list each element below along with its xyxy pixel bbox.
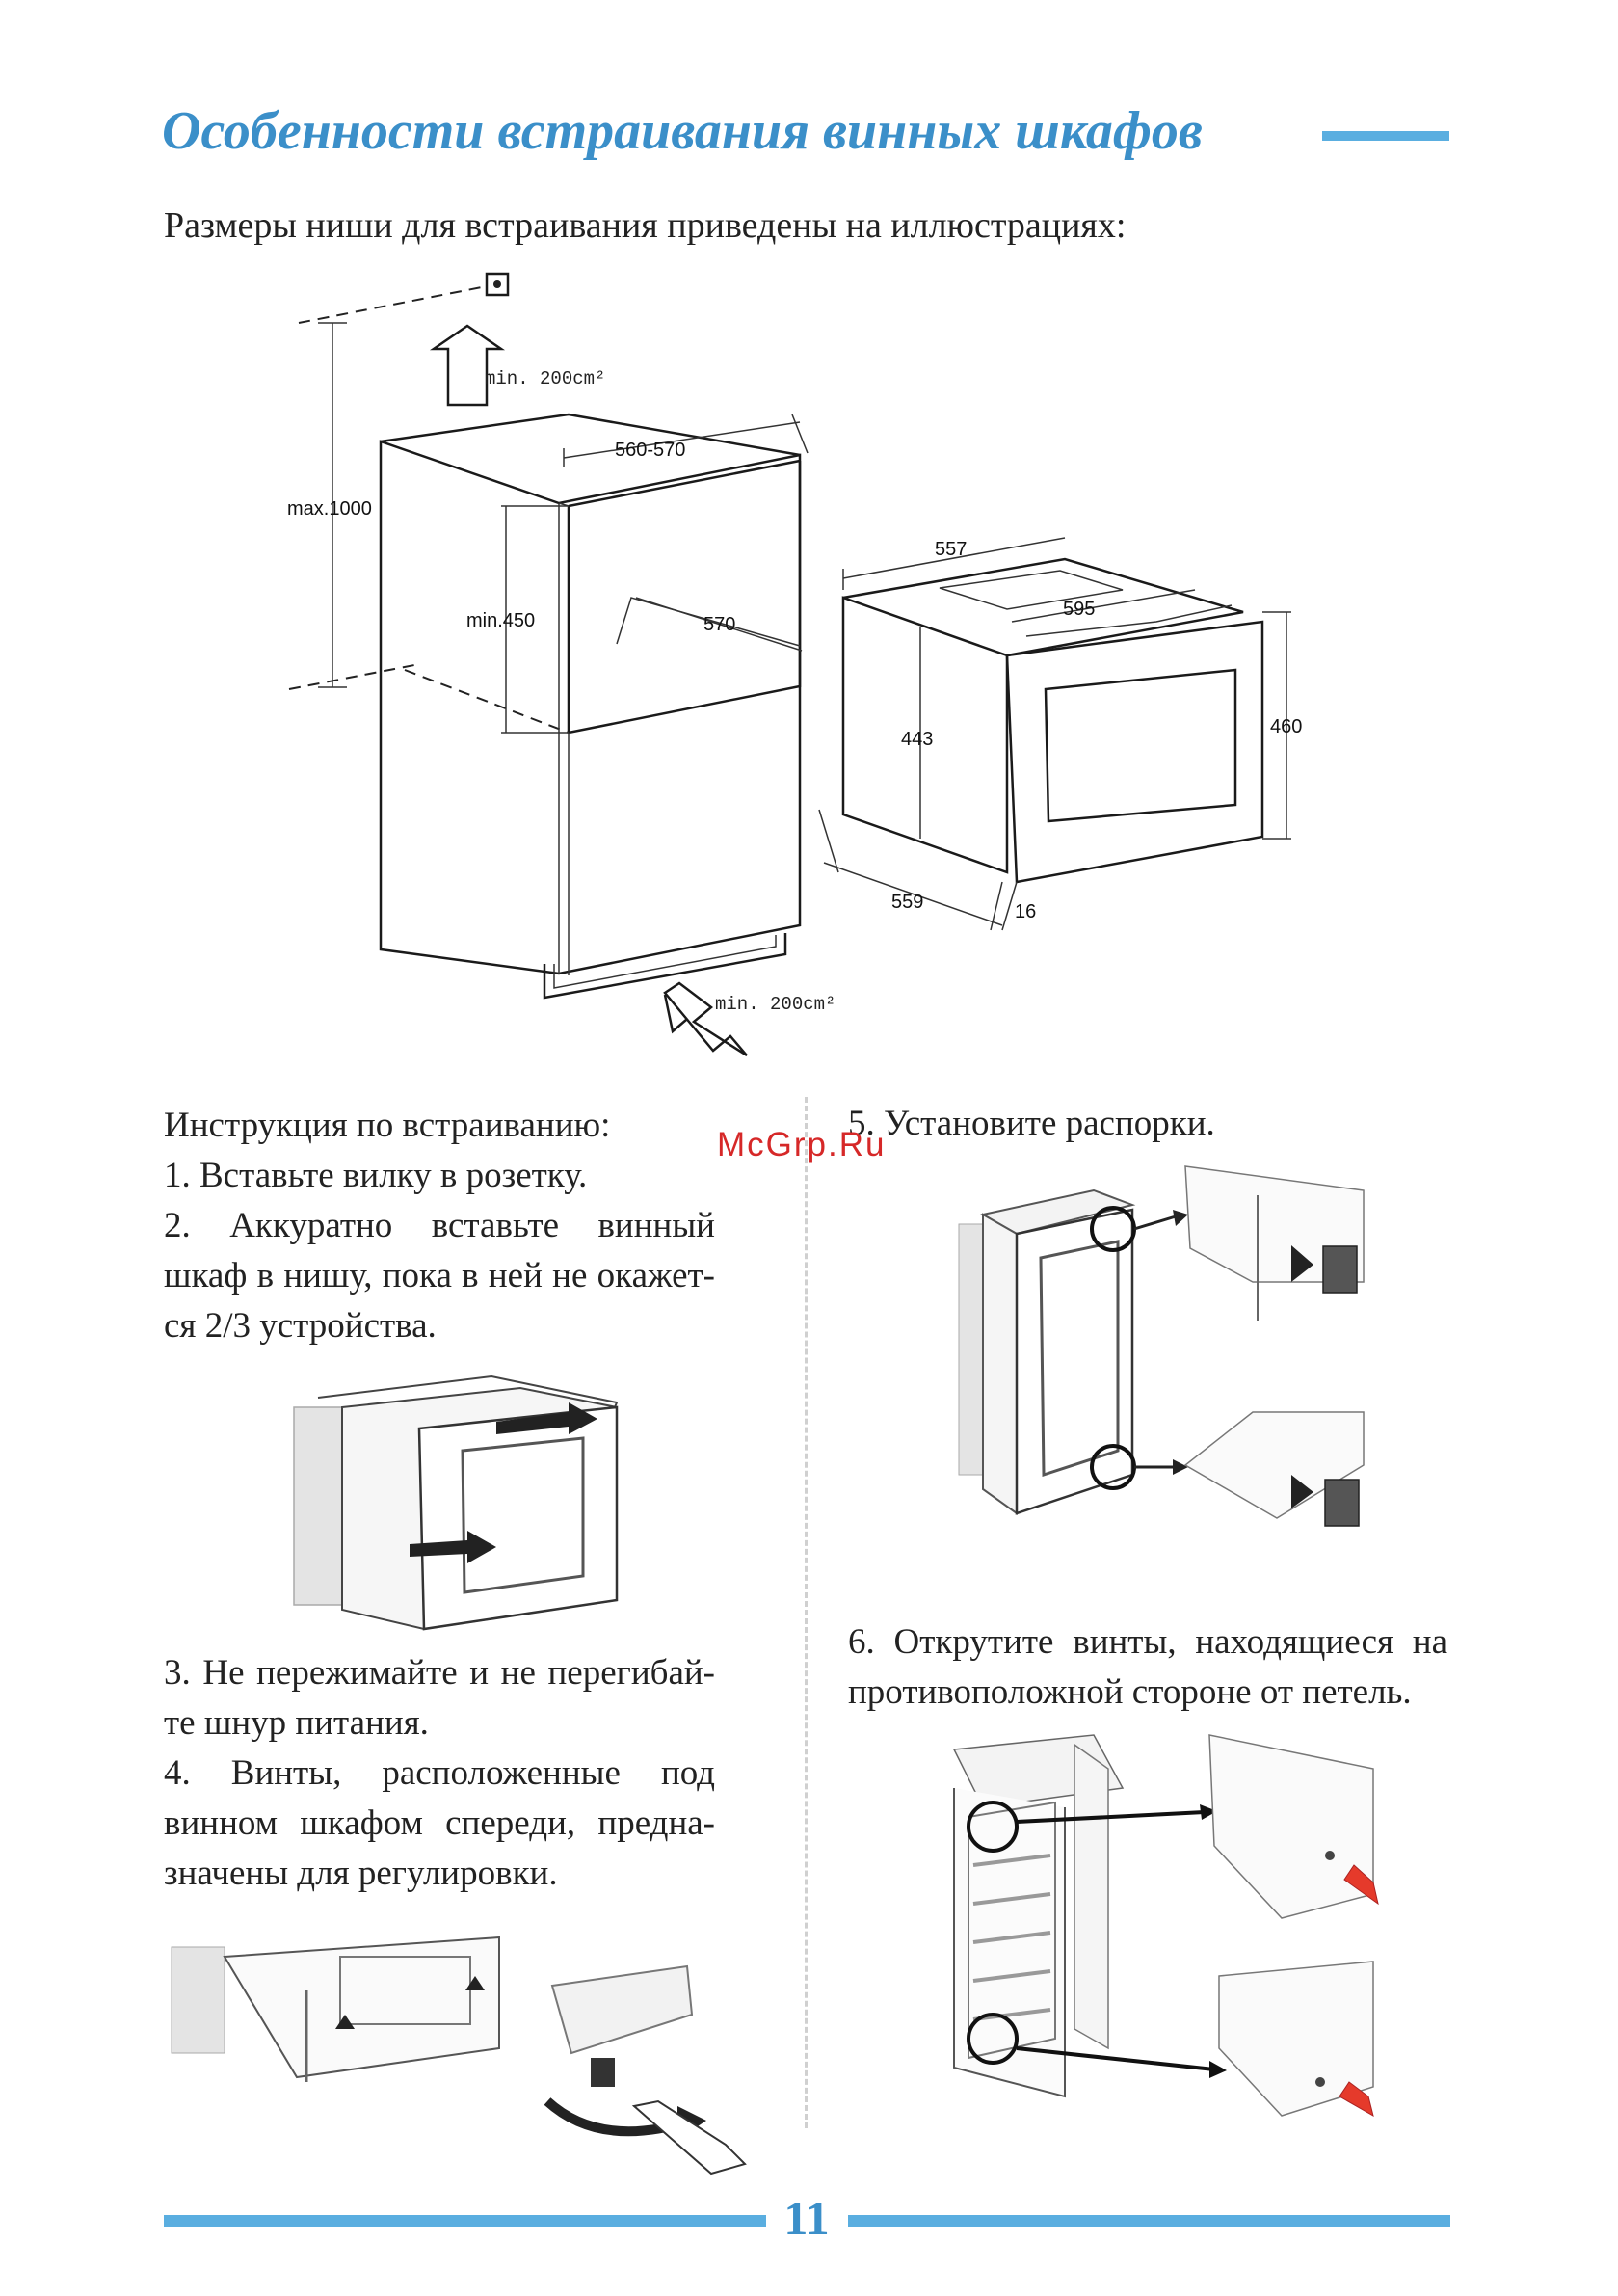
instructions-heading: Инструкция по встраиванию: [164, 1106, 611, 1145]
intro-text: Размеры ниши для встраивания приведены н… [164, 205, 1127, 246]
niche-height-label: min.450 [466, 610, 535, 631]
unit-body-height-label: 443 [901, 729, 933, 750]
niche-width-label: 560-570 [615, 440, 685, 461]
step-6: 6. Открутите винты, находящиеся на проти… [848, 1622, 1447, 1712]
step-1: 1. Вставьте вилку в розетку. [164, 1156, 588, 1195]
step-5: 5. Установите распорки. [848, 1104, 1215, 1143]
install-spacers-illustration [958, 1165, 1365, 1527]
vent-arrow-diagonal-icon [663, 981, 748, 1057]
page-number: 11 [783, 2191, 830, 2245]
page-title: Особенности встраивания винных шкафов [162, 101, 1203, 161]
step-4: 4. Винты, расположенные под винном шкафо… [164, 1753, 715, 1893]
unit-top-label: 595 [1063, 599, 1095, 620]
insert-cabinet-illustration [293, 1375, 619, 1631]
adjust-feet-illustration [171, 1936, 747, 2176]
power-outlet-icon [485, 272, 510, 297]
step-2: 2. Аккуратно вставьте винный шкаф в нишу… [164, 1206, 715, 1346]
footer-line-left [164, 2215, 766, 2227]
right-column-top: 5. Установите распорки. [848, 1099, 1447, 1149]
title-accent-line [1322, 131, 1449, 141]
remove-screws-illustration [952, 1734, 1379, 2118]
vent-arrow-up-icon [429, 324, 506, 407]
unit-height-label: 460 [1270, 716, 1302, 737]
left-column-top: Инструкция по встраиванию: 1. Вставьте в… [164, 1101, 715, 1351]
unit-width-label: 557 [935, 539, 967, 560]
door-thickness-label: 16 [1015, 901, 1036, 922]
left-column-bottom: 3. Не пережимайте и не перегибай-те шнур… [164, 1648, 715, 1899]
step-3: 3. Не пережимайте и не перегибай-те шнур… [164, 1653, 715, 1743]
watermark: McGrp.Ru [717, 1126, 887, 1163]
unit-depth-label: 559 [891, 892, 923, 913]
footer-line-right [848, 2215, 1450, 2227]
column-divider [805, 1097, 808, 2128]
max-height-label: max.1000 [287, 498, 372, 520]
vent-top-label: min. 200cm² [485, 368, 605, 389]
vent-bottom-label: min. 200cm² [715, 994, 836, 1015]
niche-depth-label: 570 [703, 614, 735, 635]
right-column-bottom: 6. Открутите винты, находящиеся на проти… [848, 1617, 1447, 1718]
